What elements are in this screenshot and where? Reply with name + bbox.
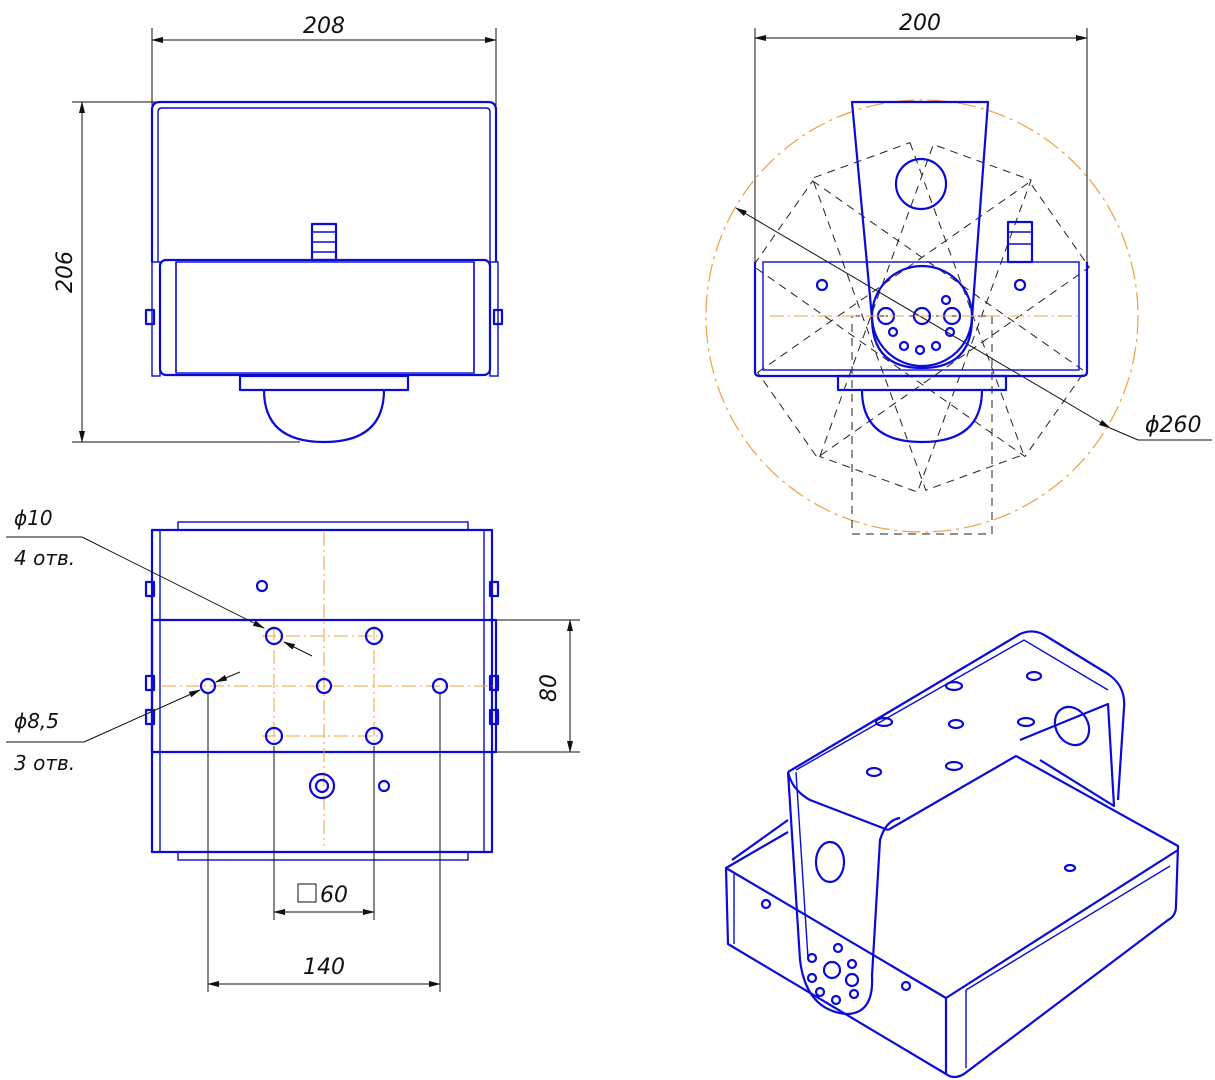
square-size-label: 60 — [320, 883, 348, 908]
hole10-count-label: 4 отв. — [14, 546, 75, 570]
front-width-label: 208 — [303, 14, 345, 39]
span-label: 140 — [303, 955, 345, 980]
plate-height-label: 80 — [537, 674, 562, 702]
isometric-view — [724, 630, 1180, 1079]
hole85-count-label: 3 отв. — [14, 751, 75, 775]
front-height-label: 206 — [53, 251, 78, 293]
front-view: 208 206 — [53, 14, 504, 444]
side-width-label: 200 — [899, 11, 941, 36]
hole10-size-label: ϕ10 — [14, 506, 53, 530]
hole85-size-label: ϕ8,5 — [14, 709, 59, 733]
swing-diameter-label: ϕ260 — [1145, 413, 1202, 438]
top-view: ϕ10 4 отв. ϕ8,5 3 отв. 80 60 140 — [6, 506, 580, 992]
side-view: 200 ϕ260 — [705, 11, 1212, 535]
